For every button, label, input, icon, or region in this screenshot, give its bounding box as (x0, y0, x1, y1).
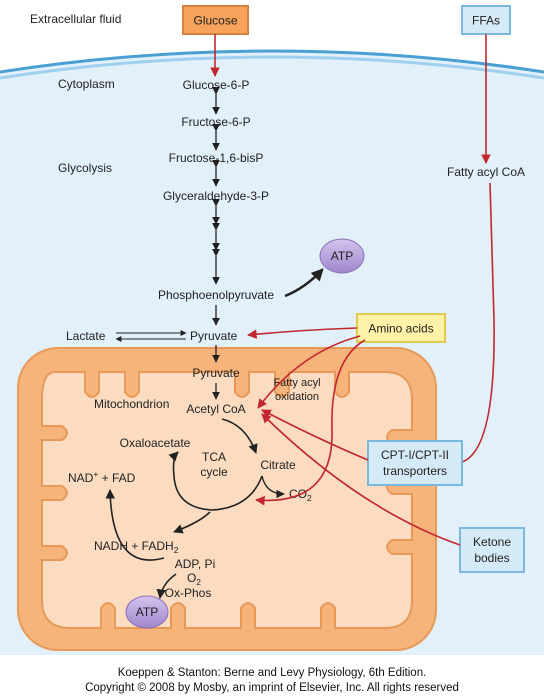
adp-pi-label: ADP, Pi (175, 557, 215, 571)
atp-bottom-circle (125, 595, 169, 629)
acetyl-coa-label: Acetyl CoA (186, 402, 245, 416)
pyruvate-mito-label: Pyruvate (192, 366, 240, 380)
atp-top-circle (319, 238, 365, 274)
extracellular-label: Extracellular fluid (30, 12, 121, 26)
atp-top-label: ATP (331, 249, 353, 263)
oxaloacetate-label: Oxaloacetate (120, 436, 191, 450)
nad-fad-label: NAD+ + FAD (68, 469, 136, 485)
lactate-label: Lactate (66, 329, 106, 343)
cpt-transporters-box (367, 440, 463, 486)
citation-line2: Copyright © 2008 by Mosby, an imprint of… (85, 682, 459, 694)
glyceraldehyde-3-p-label: Glyceraldehyde-3-P (163, 189, 269, 203)
nadh-fadh2-label: NADH + FADH2 (94, 539, 179, 555)
aminoacids-to-tca-arrow (255, 339, 366, 506)
mitochondrion-label: Mitochondrion (94, 397, 169, 411)
fatty-acyl-oxidation-line1: Fatty acyl (273, 377, 320, 389)
fattyacylcoa-to-cpt-line (461, 182, 495, 463)
glucose-label: Glucose (193, 14, 237, 28)
citation-footer: Koeppen & Stanton: Berne and Levy Physio… (0, 666, 544, 696)
ketone-line2: bodies (474, 551, 509, 565)
tca-to-nadh-arrow (173, 511, 211, 534)
oxphos-label: Ox-Phos (165, 586, 212, 600)
ketones-to-acetylcoa-arrow (261, 413, 461, 546)
cell-membrane (0, 49, 544, 74)
glucose-6-p-label: Glucose-6-P (183, 78, 250, 92)
ketone-bodies-box (459, 527, 525, 573)
mitochondrion-inner-membrane (41, 371, 413, 629)
oxphos-to-atp-arrow (156, 573, 177, 599)
fatty-acyl-oxidation-line2: oxidation (275, 391, 319, 403)
aminoacids-to-pyruvate-arrow (247, 327, 358, 339)
aminoacids-to-acetylcoa-arrow (257, 335, 361, 409)
pyruvate-label: Pyruvate (190, 329, 238, 343)
amino-acids-label: Amino acids (368, 322, 433, 336)
ketone-line1: Ketone (473, 535, 511, 549)
cpt-to-acetylcoa-arrow (261, 409, 369, 461)
phosphoenolpyruvate-label: Phosphoenolpyruvate (158, 288, 274, 302)
fatty-acyl-coa-label: Fatty acyl CoA (447, 165, 525, 179)
atp-bottom-label: ATP (136, 605, 158, 619)
pep-atp-arrow (284, 268, 324, 298)
amino-acids-box (356, 313, 446, 343)
cell-membrane-inner (0, 55, 544, 80)
cpt-line2: transporters (383, 464, 447, 478)
cpt-line1: CPT-I/CPT-II (381, 448, 449, 462)
fructose-6-p-label: Fructose-6-P (181, 115, 250, 129)
acetylcoa-to-citrate-arrow (221, 418, 258, 454)
fructose-16-bisp-label: Fructose-1,6-bisP (169, 151, 264, 165)
tca-cycle-arc (168, 451, 263, 511)
ffas-box (461, 5, 511, 35)
ffas-label: FFAs (472, 14, 500, 28)
tca-line2: cycle (200, 465, 228, 479)
tca-line1: TCA (202, 450, 226, 464)
co2-release-arrow (261, 475, 285, 499)
cytoplasm-label: Cytoplasm (58, 77, 115, 91)
nadh-to-nad-arrow (105, 489, 165, 561)
citrate-label: Citrate (260, 458, 296, 472)
o2-label: O2 (187, 571, 201, 587)
citation-line1: Koeppen & Stanton: Berne and Levy Physio… (117, 667, 427, 679)
glycolysis-label: Glycolysis (58, 161, 112, 175)
